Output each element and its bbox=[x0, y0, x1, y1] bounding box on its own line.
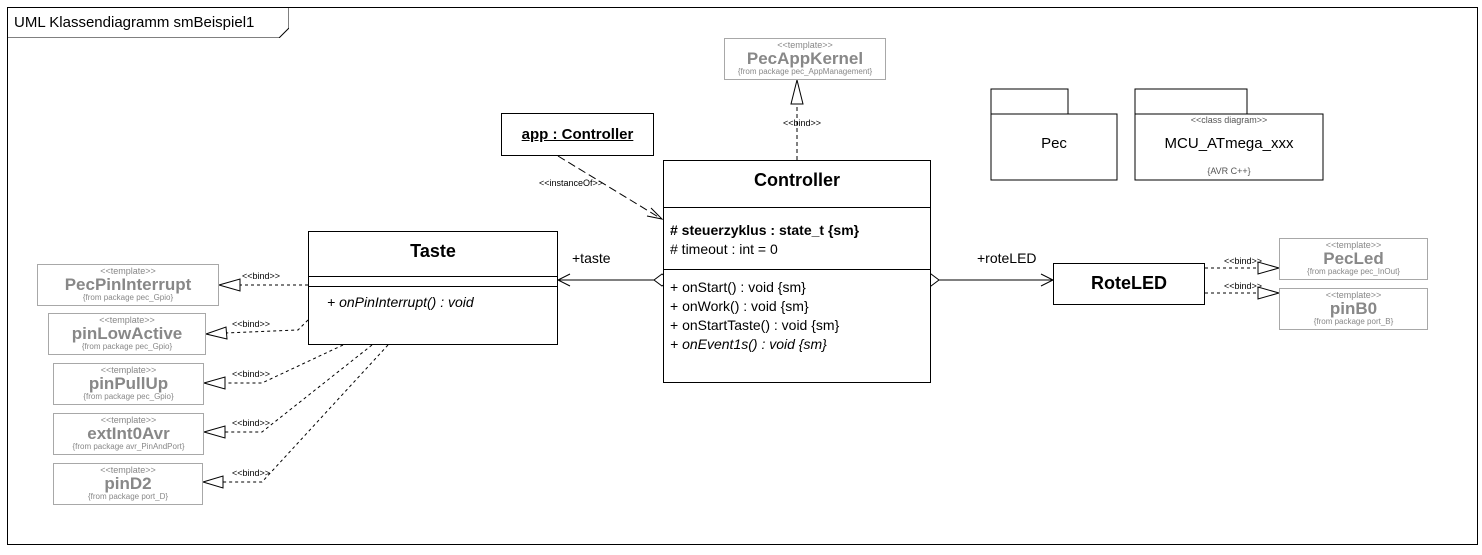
bind-label-pin-interrupt: <<bind>> bbox=[242, 271, 281, 281]
template-pin-low-active[interactable]: <<template>> pinLowActive {from package … bbox=[48, 313, 206, 355]
template-name: pinLowActive bbox=[71, 324, 183, 343]
package-mcu-note: {AVR C++} bbox=[1207, 166, 1251, 176]
class-taste[interactable]: Taste + onPinInterrupt() : void bbox=[308, 231, 558, 345]
compartment-divider bbox=[309, 286, 557, 287]
package-mcu-shape bbox=[1134, 88, 1324, 181]
template-stereotype: <<template>> bbox=[1325, 290, 1382, 300]
template-package: {from package pec_Gpio} bbox=[81, 342, 173, 351]
template-package: {from package avr_PinAndPort} bbox=[72, 442, 185, 451]
association-arrowhead bbox=[556, 273, 571, 287]
template-pec-app-kernel[interactable]: <<template>> PecAppKernel {from package … bbox=[724, 38, 886, 80]
template-stereotype: <<template>> bbox=[100, 415, 157, 425]
bind-label-ext-int: <<bind>> bbox=[232, 418, 271, 428]
class-name: RoteLED bbox=[1091, 273, 1167, 293]
operation: + onWork() : void {sm} bbox=[670, 298, 809, 314]
attribute-list: # steuerzyklus : state_t {sm} # timeout … bbox=[664, 221, 859, 259]
template-package: {from package pec_InOut} bbox=[1307, 267, 1400, 276]
compartment-divider bbox=[664, 269, 930, 270]
operation: + onEvent1s() : void {sm} bbox=[670, 336, 827, 352]
operation-list: + onStart() : void {sm} + onWork() : voi… bbox=[664, 278, 839, 354]
bind-label-kernel: <<bind>> bbox=[783, 118, 822, 128]
template-stereotype: <<template>> bbox=[100, 266, 156, 276]
operation: + onStart() : void {sm} bbox=[670, 279, 806, 295]
bind-label-low-active: <<bind>> bbox=[232, 319, 271, 329]
template-stereotype: <<template>> bbox=[777, 40, 833, 50]
realization-arrowhead bbox=[1257, 261, 1281, 275]
template-pec-led[interactable]: <<template>> PecLed {from package pec_In… bbox=[1279, 238, 1428, 280]
bind-label-pull-up: <<bind>> bbox=[232, 369, 271, 379]
template-package: {from package port_B} bbox=[1313, 317, 1394, 326]
class-rote-led[interactable]: RoteLED bbox=[1053, 263, 1205, 305]
package-pec-name[interactable]: Pec bbox=[1041, 135, 1067, 152]
package-pec-shape bbox=[990, 88, 1118, 181]
instance-of-connector bbox=[557, 155, 661, 219]
template-pec-pin-interrupt[interactable]: <<template>> PecPinInterrupt {from packa… bbox=[37, 264, 219, 306]
compartment-divider bbox=[309, 276, 557, 277]
template-name: extInt0Avr bbox=[87, 424, 170, 443]
template-pin-d2[interactable]: <<template>> pinD2 {from package port_D} bbox=[53, 463, 203, 505]
class-name: Taste bbox=[410, 241, 456, 261]
attribute: # timeout : int = 0 bbox=[670, 241, 778, 257]
frame-tab bbox=[7, 7, 289, 38]
template-package: {from package pec_Gpio} bbox=[83, 392, 174, 401]
bind-label-pin-b0: <<bind>> bbox=[1224, 281, 1263, 291]
template-ext-int0-avr[interactable]: <<template>> extInt0Avr {from package av… bbox=[53, 413, 204, 455]
operation: + onPinInterrupt() : void bbox=[327, 294, 474, 310]
bind-connector-ext-int bbox=[225, 344, 373, 433]
compartment-divider bbox=[664, 207, 930, 208]
template-pin-pull-up[interactable]: <<template>> pinPullUp {from package pec… bbox=[53, 363, 204, 405]
template-name: pinPullUp bbox=[88, 374, 169, 393]
frame-title: UML Klassendiagramm smBeispiel1 bbox=[14, 14, 255, 31]
role-label-rote-led: +roteLED bbox=[977, 250, 1037, 266]
realization-arrowhead bbox=[1257, 286, 1281, 300]
realization-arrowhead bbox=[217, 278, 241, 292]
instance-name: app : Controller bbox=[521, 126, 634, 143]
bind-connector-low-active bbox=[225, 319, 309, 334]
template-name: PecPinInterrupt bbox=[64, 275, 192, 294]
instance-app-controller[interactable]: app : Controller bbox=[501, 113, 654, 156]
template-pin-b0[interactable]: <<template>> pinB0 {from package port_B} bbox=[1279, 288, 1428, 330]
dependency-arrowhead bbox=[646, 207, 664, 220]
template-package: {from package port_D} bbox=[87, 492, 169, 501]
realization-arrowhead bbox=[204, 326, 228, 340]
template-name: PecAppKernel bbox=[746, 49, 864, 68]
package-mcu-stereotype: <<class diagram>> bbox=[1190, 115, 1268, 125]
realization-arrowhead bbox=[790, 79, 804, 105]
bind-connector-pull-up bbox=[225, 344, 344, 384]
realization-arrowhead bbox=[202, 376, 226, 390]
realization-arrowhead bbox=[201, 475, 224, 489]
attribute: # steuerzyklus : state_t {sm} bbox=[670, 222, 860, 238]
template-package: {from package pec_AppManagement} bbox=[737, 67, 873, 76]
template-name: pinB0 bbox=[1329, 299, 1378, 318]
instance-of-label: <<instanceOf>> bbox=[539, 178, 604, 188]
template-name: PecLed bbox=[1323, 249, 1384, 268]
operation: + onStartTaste() : void {sm} bbox=[670, 317, 840, 333]
role-label-taste: +taste bbox=[572, 250, 611, 266]
bind-connector-pin-d2 bbox=[223, 344, 389, 483]
template-stereotype: <<template>> bbox=[1325, 240, 1382, 250]
template-stereotype: <<template>> bbox=[100, 465, 156, 475]
package-mcu-name[interactable]: MCU_ATmega_xxx bbox=[1164, 135, 1294, 152]
class-controller[interactable]: Controller # steuerzyklus : state_t {sm}… bbox=[663, 160, 931, 383]
realization-arrowhead bbox=[202, 425, 226, 439]
class-name: Controller bbox=[753, 170, 840, 190]
template-package: {from package pec_Gpio} bbox=[82, 293, 174, 302]
template-stereotype: <<template>> bbox=[99, 315, 155, 325]
template-name: pinD2 bbox=[104, 474, 152, 493]
template-stereotype: <<template>> bbox=[100, 365, 157, 375]
bind-label-pec-led: <<bind>> bbox=[1224, 256, 1263, 266]
diagram-frame bbox=[7, 7, 1478, 545]
bind-label-pin-d2: <<bind>> bbox=[232, 468, 271, 478]
